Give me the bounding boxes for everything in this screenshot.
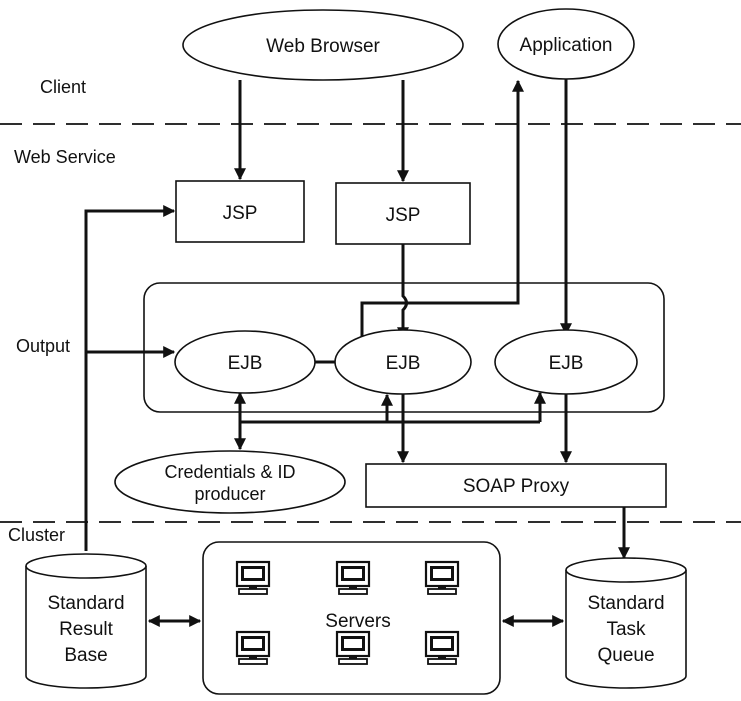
cluster-layer-label: Cluster xyxy=(8,525,65,545)
application-node: Application xyxy=(497,8,635,80)
task-queue-line2: Task xyxy=(606,619,646,640)
credentials-label-line1: Credentials & ID xyxy=(164,462,295,482)
computer-monitor-icon xyxy=(235,630,271,665)
soap-proxy-box: SOAP Proxy xyxy=(365,463,667,508)
result-base-line3: Base xyxy=(64,645,107,666)
result-base-line1: Standard xyxy=(47,593,124,614)
computer-monitor-icon xyxy=(235,560,271,595)
web-browser-label: Web Browser xyxy=(266,36,380,57)
servers-group: Servers xyxy=(202,541,501,695)
computer-monitor-icon xyxy=(424,560,460,595)
task-queue-line3: Queue xyxy=(597,645,654,666)
computer-monitor-icon xyxy=(335,560,371,595)
output-label: Output xyxy=(16,336,70,356)
application-label: Application xyxy=(520,35,613,56)
computer-monitor-icon xyxy=(424,630,460,665)
ejb-right-node: EJB xyxy=(494,329,638,395)
ejb-right-label: EJB xyxy=(549,353,584,374)
ejb-middle-label: EJB xyxy=(386,353,421,374)
computer-monitor-icon xyxy=(335,630,371,665)
web-browser-node: Web Browser xyxy=(182,9,464,81)
soap-proxy-label: SOAP Proxy xyxy=(463,476,570,497)
jsp-right-label: JSP xyxy=(386,205,421,226)
task-queue-line1: Standard xyxy=(587,593,664,614)
ejb-middle-node: EJB xyxy=(334,329,472,395)
jsp-right-box: JSP xyxy=(335,182,471,245)
ejb-left-label: EJB xyxy=(228,353,263,374)
task-queue-cylinder: Standard Task Queue xyxy=(565,557,687,689)
servers-label: Servers xyxy=(325,611,390,632)
arrow-output-to-jsp-left xyxy=(84,205,176,551)
client-layer-label: Client xyxy=(40,77,86,97)
jsp-left-label: JSP xyxy=(223,203,258,224)
ejb-left-node: EJB xyxy=(174,330,316,394)
result-base-cylinder: Standard Result Base xyxy=(25,553,147,689)
credentials-label-line2: producer xyxy=(194,484,265,504)
credentials-producer-node: Credentials & ID producer xyxy=(114,450,346,514)
jsp-left-box: JSP xyxy=(175,180,305,243)
result-base-line2: Result xyxy=(59,619,114,640)
web-service-layer-label: Web Service xyxy=(14,147,116,167)
